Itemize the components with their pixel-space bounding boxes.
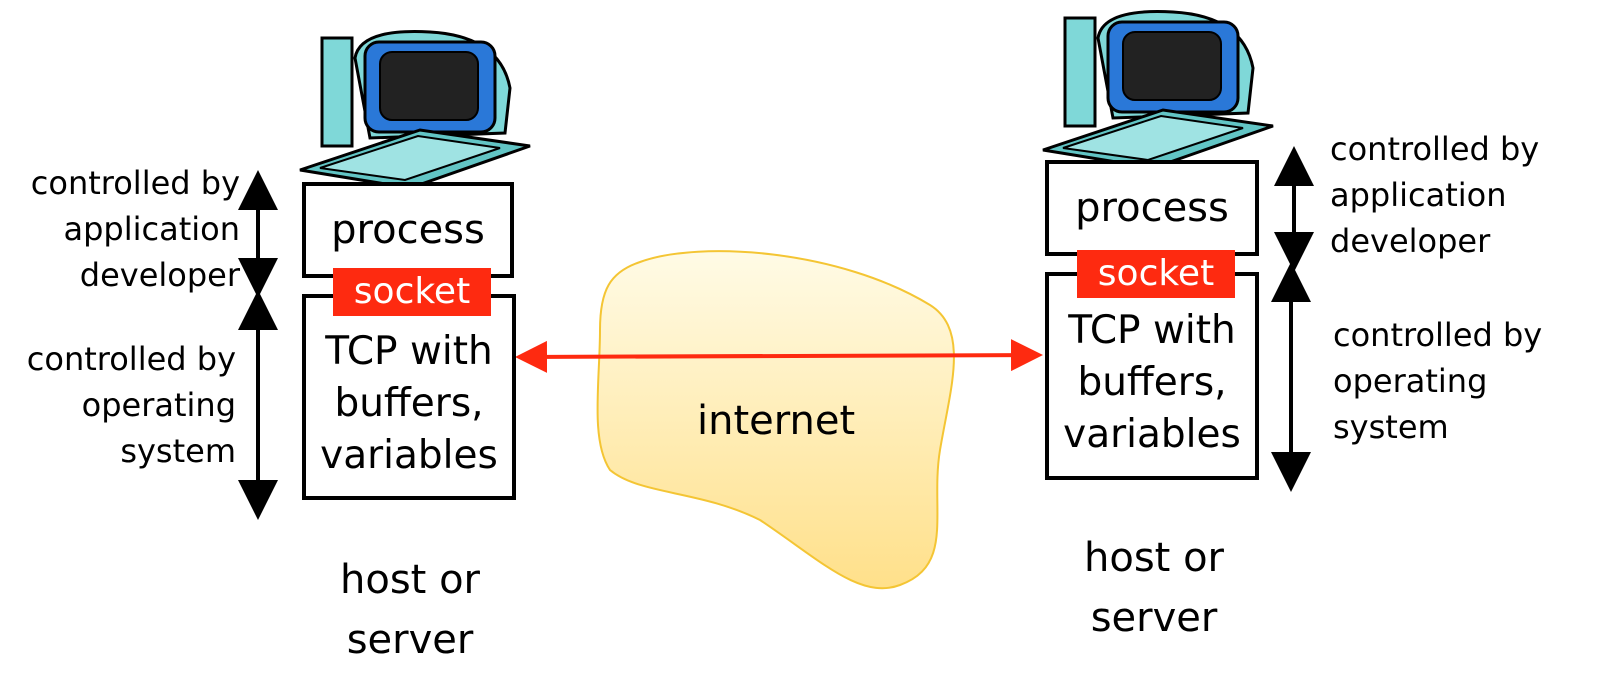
process-box-left: process	[302, 182, 514, 278]
process-label: process	[1075, 185, 1229, 231]
connection-arrow	[515, 339, 1043, 373]
internet-label: internet	[697, 398, 856, 444]
tcp-box-left: TCP with buffers, variables	[302, 294, 516, 500]
socket-label-right: socket	[1077, 250, 1235, 298]
tcp-line: buffers,	[334, 381, 484, 426]
app-control-label-left: controlled by application developer	[30, 164, 240, 294]
tcp-line: TCP with	[325, 329, 493, 374]
tcp-box-right: TCP with buffers, variables	[1045, 272, 1259, 480]
host-label-left: host or server	[340, 557, 480, 663]
os-control-label-left: controlled by operating system	[26, 340, 236, 470]
tcp-line: TCP with	[1068, 308, 1236, 353]
host-label-right: host or server	[1084, 535, 1224, 641]
os-control-label-right: controlled by operating system	[1333, 316, 1543, 446]
socket-label-left: socket	[333, 268, 491, 316]
internet-cloud	[596, 250, 955, 590]
process-box-right: process	[1045, 160, 1259, 256]
process-label: process	[331, 207, 485, 253]
app-control-label-right: controlled by application developer	[1330, 130, 1540, 260]
computer-icon-right	[1042, 10, 1274, 170]
computer-icon-left	[299, 30, 531, 190]
tcp-line: buffers,	[1077, 360, 1227, 405]
tcp-line: variables	[1063, 412, 1241, 457]
tcp-line: variables	[320, 433, 498, 478]
